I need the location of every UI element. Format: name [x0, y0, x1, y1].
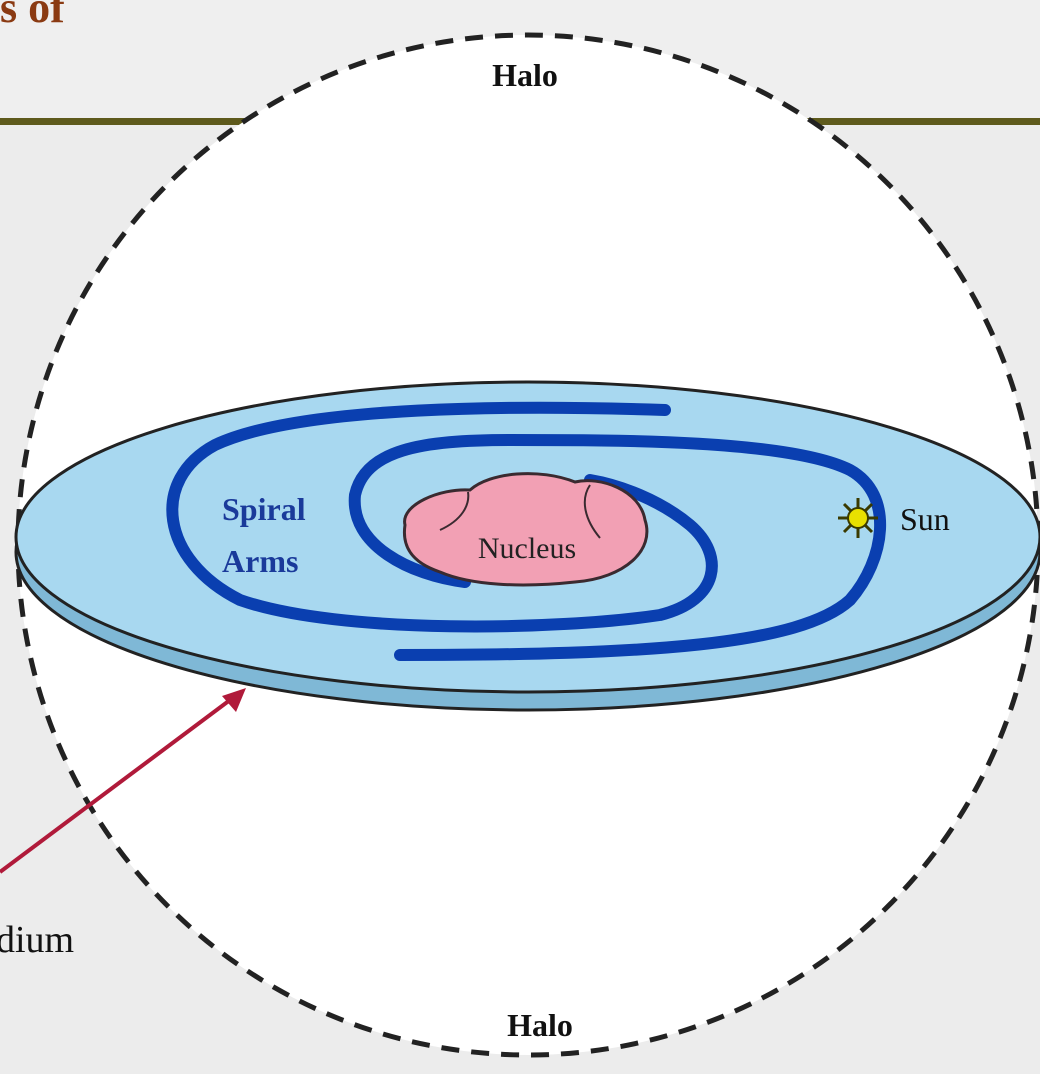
sun-label: Sun — [900, 501, 950, 537]
disk-pointer-arrow — [0, 688, 246, 874]
spiral-arm-outer — [166, 401, 718, 633]
page-title-fragment: s of — [0, 0, 65, 32]
spiral-arms-label-line1: Spiral — [222, 491, 306, 527]
spiral-arms-label-line2: Arms — [222, 543, 298, 579]
spiral-arm-inner — [348, 433, 886, 661]
halo-top-label: Halo — [492, 57, 558, 93]
nucleus-label: Nucleus — [478, 532, 576, 565]
halo-bottom-label: Halo — [507, 1007, 573, 1043]
left-label-fragment: dium — [0, 919, 75, 961]
sun-icon — [838, 498, 878, 538]
nucleus — [402, 472, 649, 587]
spiral-arms — [166, 401, 886, 661]
